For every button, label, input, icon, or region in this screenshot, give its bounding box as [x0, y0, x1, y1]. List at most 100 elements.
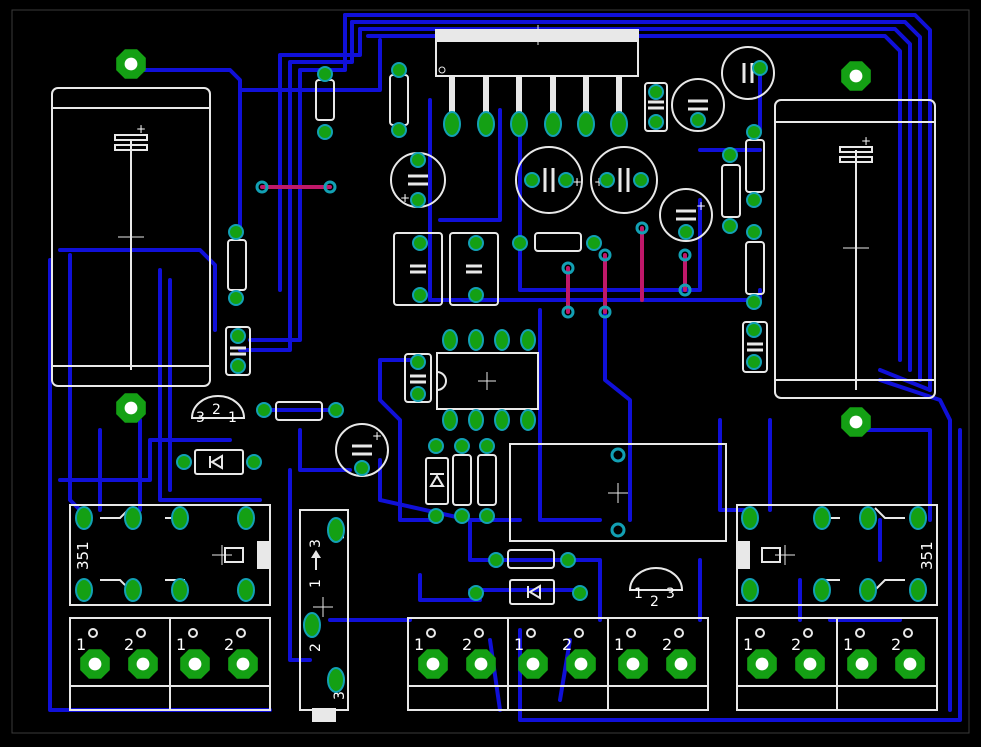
resistor — [452, 454, 472, 506]
capacitor — [659, 188, 713, 242]
pad — [303, 612, 321, 638]
pad — [488, 552, 504, 568]
terminal-hole — [188, 628, 198, 638]
pads — [75, 49, 927, 693]
resistor — [227, 239, 247, 291]
terminal-hole — [88, 628, 98, 638]
pad-hole — [674, 657, 688, 671]
capacitor — [515, 146, 583, 214]
pad-hole — [574, 657, 588, 671]
terminal-hole — [674, 628, 684, 638]
pad — [722, 218, 738, 234]
pad — [648, 84, 664, 100]
terminal-pin-label: 1 — [614, 635, 624, 654]
terminal-pin-label: 2 — [562, 635, 572, 654]
pad — [648, 114, 664, 130]
pad — [633, 172, 649, 188]
pad — [468, 287, 484, 303]
pad — [454, 438, 470, 454]
resistor — [275, 401, 323, 421]
terminal-pin-label: 2 — [791, 635, 801, 654]
terminal-hole — [626, 628, 636, 638]
pad — [468, 585, 484, 601]
diode — [194, 449, 244, 475]
pad — [228, 290, 244, 306]
pad — [468, 409, 484, 431]
pad — [520, 409, 536, 431]
pad-hole — [88, 657, 102, 671]
pad — [494, 329, 510, 351]
pad — [176, 454, 192, 470]
pad — [410, 386, 426, 402]
terminal-pin-label: 2 — [124, 635, 134, 654]
pad — [442, 329, 458, 351]
terminal-hole — [803, 628, 813, 638]
via — [610, 447, 626, 463]
diode — [509, 579, 555, 605]
svg-text:2: 2 — [212, 402, 221, 418]
pad — [171, 506, 189, 530]
pad — [468, 329, 484, 351]
pad-hole — [426, 657, 440, 671]
terminal-pin-label: 2 — [662, 635, 672, 654]
pad — [317, 66, 333, 82]
pad — [909, 506, 927, 530]
terminal-blocks — [69, 617, 938, 711]
terminal-pin-label: 2 — [462, 635, 472, 654]
via — [598, 305, 612, 319]
svg-text:+: + — [572, 175, 582, 189]
terminal-hole — [855, 628, 865, 638]
pad — [468, 235, 484, 251]
resistor — [745, 139, 765, 193]
diodes — [194, 449, 555, 605]
pad-hole — [136, 657, 150, 671]
pad — [391, 62, 407, 78]
pad — [741, 506, 759, 530]
pad-hole — [526, 657, 540, 671]
pad — [813, 506, 831, 530]
polarity-marks: + + + + + + + — [136, 122, 871, 443]
pad — [75, 578, 93, 602]
pad — [75, 506, 93, 530]
via — [561, 261, 575, 275]
terminal-hole — [474, 628, 484, 638]
pad — [410, 152, 426, 168]
pad — [256, 402, 272, 418]
pad-hole — [855, 657, 869, 671]
pad — [741, 578, 759, 602]
ic-dip8 — [436, 352, 539, 410]
pad — [813, 578, 831, 602]
pad — [909, 578, 927, 602]
pad — [477, 111, 495, 137]
pad — [327, 517, 345, 543]
terminal-hole — [574, 628, 584, 638]
pad — [586, 235, 602, 251]
capacitor — [742, 321, 768, 373]
pad — [746, 354, 762, 370]
svg-text:+: + — [372, 429, 382, 443]
pad — [558, 172, 574, 188]
pad — [246, 454, 262, 470]
svg-text:+: + — [136, 122, 146, 136]
pad — [317, 124, 333, 140]
relay-right-code: 351 — [918, 541, 936, 570]
pad — [428, 508, 444, 524]
terminal-pin-label: 1 — [843, 635, 853, 654]
capacitor-plates — [230, 63, 763, 456]
pad-hole — [626, 657, 640, 671]
terminal-hole — [426, 628, 436, 638]
svg-text:1: 1 — [634, 586, 643, 602]
pad — [391, 122, 407, 138]
terminal-hole — [526, 628, 536, 638]
pad — [859, 578, 877, 602]
pad — [746, 322, 762, 338]
via — [598, 248, 612, 262]
pad — [722, 147, 738, 163]
via — [610, 522, 626, 538]
diode — [425, 457, 449, 505]
capacitor — [590, 146, 658, 214]
pad — [124, 578, 142, 602]
pad — [599, 172, 615, 188]
pad — [412, 287, 428, 303]
